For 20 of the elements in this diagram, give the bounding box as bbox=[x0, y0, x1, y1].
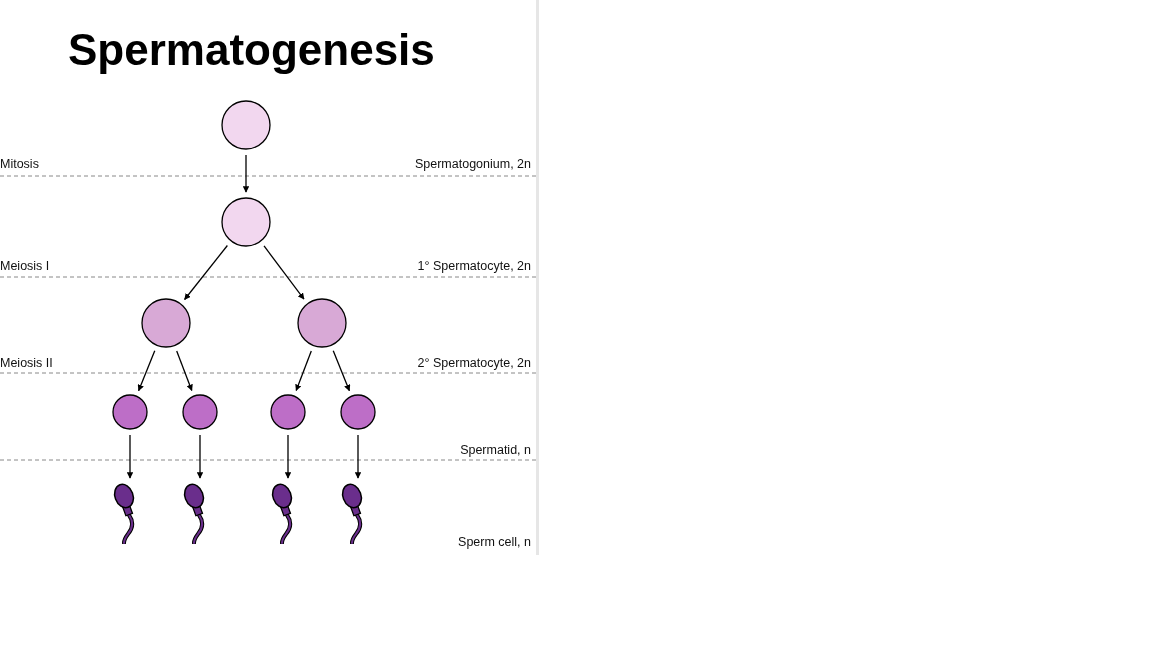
arrow bbox=[295, 350, 312, 392]
stage-label: Spermatogonium, 2n bbox=[414, 157, 531, 172]
stage-label: Sperm cell, n bbox=[458, 535, 531, 550]
arrow bbox=[126, 434, 134, 479]
stage-label: 2° Spermatocyte, 2n bbox=[417, 356, 531, 371]
arrow bbox=[242, 154, 250, 193]
title: Spermatogenesis bbox=[68, 24, 435, 76]
division-label: Mitosis bbox=[0, 157, 39, 172]
division-label: Meiosis I bbox=[0, 259, 50, 274]
arrow bbox=[137, 350, 156, 392]
arrow bbox=[354, 434, 362, 479]
arrow bbox=[196, 434, 204, 479]
arrow bbox=[184, 244, 228, 301]
arrow bbox=[284, 434, 292, 479]
arrow bbox=[176, 350, 193, 392]
arrow bbox=[263, 245, 305, 300]
stage-label: Spermatid, n bbox=[460, 443, 531, 458]
stage-label: 1° Spermatocyte, 2n bbox=[417, 259, 531, 274]
division-label: Meiosis II bbox=[0, 356, 53, 371]
arrow bbox=[332, 350, 351, 392]
